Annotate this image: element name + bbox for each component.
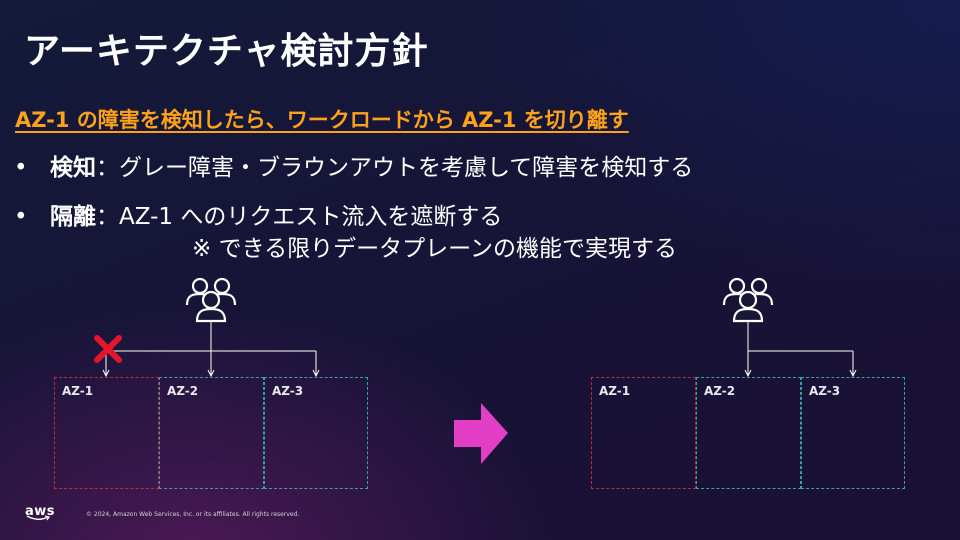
slide-title: アーキテクチャ検討方針: [24, 31, 429, 72]
slide-subheading: AZ-1 の障害を検知したら、ワークロードから AZ-1 を切り離す: [15, 108, 629, 132]
az-label: AZ-1: [62, 384, 94, 398]
bullet-marker: •: [14, 204, 28, 230]
az-box-left-2: AZ-2: [159, 377, 264, 489]
az-box-left-1: AZ-1: [54, 377, 159, 489]
users-icon: [185, 277, 237, 323]
slide-note: ※ できる限りデータプレーンの機能で実現する: [192, 236, 677, 262]
bullet-term: 検知: [50, 155, 96, 181]
bullet-detect: • 検知：グレー障害・ブラウンアウトを考慮して障害を検知する: [14, 148, 693, 182]
left-traffic-lines: [102, 322, 320, 378]
copyright-notice: © 2024, Amazon Web Services, Inc. or its…: [86, 511, 300, 518]
aws-logo: aws: [25, 504, 56, 519]
bullet-isolate: • 隔離：AZ-1 へのリクエスト流入を遮断する: [14, 197, 502, 231]
bullet-separator: ：: [96, 204, 119, 230]
users-icon: [722, 277, 774, 323]
bullet-term: 隔離: [50, 204, 96, 230]
az-box-right-2: AZ-2: [696, 377, 801, 489]
transition-arrow-icon: [454, 403, 508, 464]
az-box-right-3: AZ-3: [801, 377, 905, 489]
az-box-left-3: AZ-3: [264, 377, 368, 489]
bullet-marker: •: [14, 155, 28, 181]
bullet-text: グレー障害・ブラウンアウトを考慮して障害を検知する: [119, 155, 694, 181]
az-label: AZ-2: [167, 384, 199, 398]
right-traffic-lines: [744, 322, 857, 378]
az-label: AZ-2: [704, 384, 736, 398]
bullet-text: AZ-1 へのリクエスト流入を遮断する: [119, 204, 503, 230]
aws-smile-icon: [26, 515, 50, 521]
az-label: AZ-3: [809, 384, 841, 398]
az-box-right-1: AZ-1: [591, 377, 696, 489]
az-label: AZ-3: [272, 384, 304, 398]
bullet-separator: ：: [96, 155, 119, 181]
az-label: AZ-1: [599, 384, 631, 398]
block-x-icon: [94, 335, 122, 363]
